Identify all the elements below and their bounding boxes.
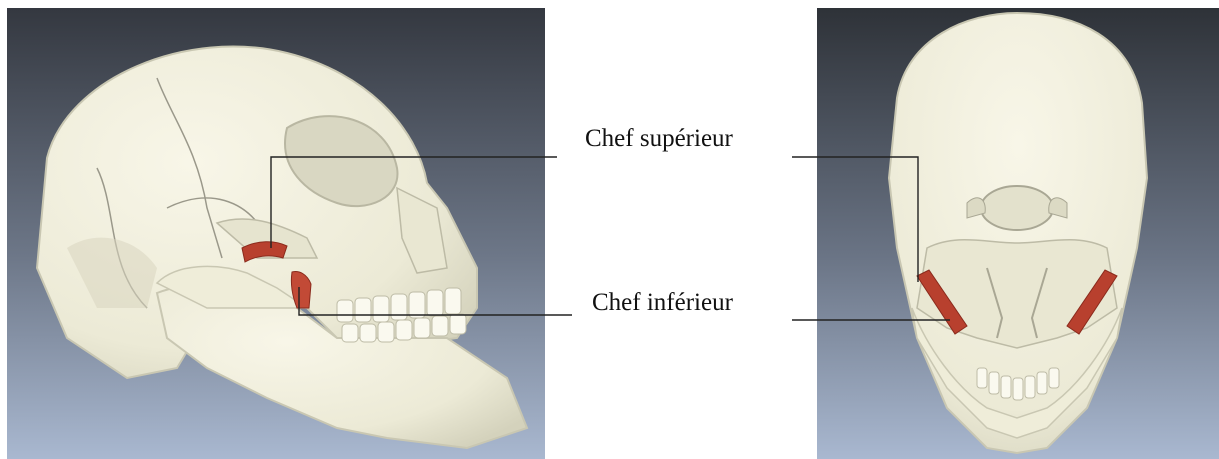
skull-lateral-view: [7, 8, 545, 459]
skull-inferior-view: [817, 8, 1219, 459]
skull-lateral-illustration: [7, 8, 545, 459]
foramen-magnum: [981, 186, 1053, 230]
label-superior-head: Chef supérieur: [585, 126, 733, 151]
skull-inferior-illustration: [817, 8, 1219, 459]
label-inferior-head: Chef inférieur: [592, 290, 733, 315]
